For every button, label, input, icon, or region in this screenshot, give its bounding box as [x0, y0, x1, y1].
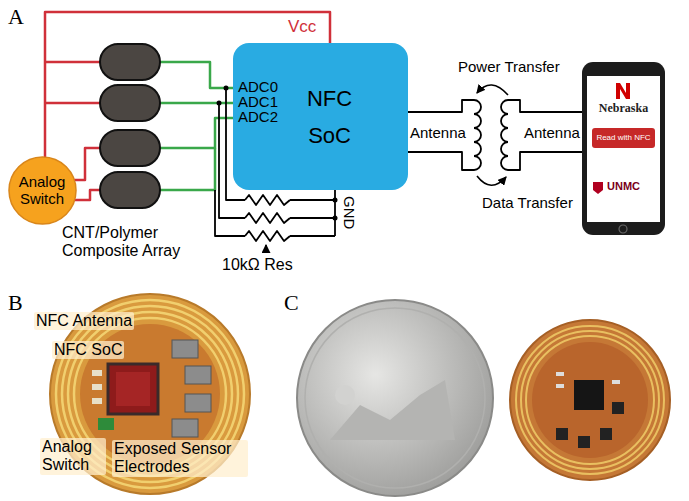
coil-symbol	[474, 100, 481, 170]
ground-wire	[290, 190, 335, 236]
antenna-wire	[408, 152, 474, 170]
device-photo	[612, 402, 624, 414]
device-photo	[172, 340, 198, 358]
device-photo	[612, 380, 620, 384]
device-photo	[526, 336, 654, 464]
device-photo	[510, 320, 670, 480]
vcc-wire	[45, 102, 100, 105]
device-photo	[532, 342, 648, 458]
phone-screen	[587, 76, 660, 222]
resistor-symbol	[245, 213, 290, 223]
antenna-label: Antenna	[410, 124, 466, 141]
transfer-arrow	[477, 85, 508, 95]
vcc-wire	[45, 61, 100, 64]
coin-photo	[305, 308, 485, 488]
device-photo	[510, 320, 670, 480]
pin-label: ADC1	[238, 94, 278, 109]
app-logo	[616, 83, 630, 99]
transfer-label: Power Transfer	[458, 58, 560, 75]
device-photo	[185, 366, 211, 384]
sensor-array-label: CNT/Polymer Composite Array	[62, 224, 192, 261]
coin-photo	[335, 385, 355, 405]
callout-label: NFC Antenna	[34, 312, 134, 330]
supply-label: Vcc	[288, 17, 316, 37]
device-photo	[98, 418, 114, 430]
coin-photo	[297, 300, 493, 496]
device-photo	[92, 370, 102, 376]
switch-outline	[9, 157, 76, 224]
app-title: Nebraska	[587, 102, 660, 116]
callout-label: NFC SoC	[52, 341, 124, 359]
resistor-label: 10kΩ Res	[222, 256, 293, 274]
home-button	[617, 223, 629, 235]
antenna-wire	[508, 100, 582, 112]
callout-label: Analog Switch	[40, 438, 106, 475]
device-photo	[516, 326, 664, 474]
app-logo	[593, 182, 603, 194]
coil-symbol	[474, 100, 508, 170]
panel-label: A	[8, 4, 24, 29]
junction-dot	[224, 86, 229, 91]
device-photo	[556, 428, 568, 440]
resistor-symbol	[245, 231, 290, 241]
switch-label: Analog Switch	[19, 173, 66, 208]
app-logo-label: UNMC	[587, 180, 660, 193]
home-button	[619, 225, 627, 233]
device-photo	[600, 428, 612, 440]
coin-photo	[297, 300, 493, 496]
junction-dot	[217, 101, 222, 106]
device-photo	[556, 372, 564, 376]
device-photo	[185, 394, 211, 412]
device-photo	[108, 364, 158, 414]
phone-device: NebraskaRead with NFC UNMC	[582, 62, 665, 235]
device-photo	[92, 384, 102, 390]
switch-circle: Analog Switch	[8, 156, 77, 225]
panel-label: C	[284, 290, 299, 315]
signal-wire	[160, 148, 215, 190]
antenna-wire	[408, 100, 582, 170]
sensor-element	[100, 130, 160, 166]
signal-wire	[160, 62, 233, 190]
coil-symbol	[501, 100, 508, 170]
device-photo	[172, 419, 198, 437]
signal-wire	[160, 118, 233, 148]
signal-wire	[160, 102, 233, 105]
antenna-wire	[508, 152, 582, 170]
sensor-element	[100, 44, 160, 80]
device-photo	[556, 384, 564, 388]
device-photo	[574, 380, 604, 410]
panel-label: B	[8, 290, 23, 315]
pin-label: ADC2	[238, 109, 278, 124]
sensor-element	[100, 85, 160, 121]
ground-wire	[215, 190, 245, 236]
transfer-label: Data Transfer	[482, 194, 573, 211]
transfer-arrow	[477, 85, 508, 185]
junction-dot	[333, 198, 338, 203]
coin-photo	[330, 380, 455, 440]
app-button-label: Read with NFC	[592, 128, 655, 148]
device-photo	[521, 331, 659, 469]
antenna-label: Antenna	[524, 124, 580, 141]
leader-arrow	[265, 245, 267, 253]
antenna-wire	[408, 100, 474, 112]
pin-label: ADC0	[238, 79, 278, 94]
signal-wire	[160, 62, 233, 88]
app-logo	[616, 83, 630, 99]
chip-box: ADC0ADC1ADC2 NFC SoC	[233, 43, 408, 190]
device-photo	[92, 398, 102, 404]
ground-label: GND	[341, 196, 358, 229]
resistor-symbol	[245, 195, 290, 241]
transfer-arrow	[477, 176, 506, 185]
resistor-symbol	[245, 195, 290, 205]
callout-label: Exposed Sensor Electrodes	[112, 440, 248, 477]
junction-dot	[333, 216, 338, 221]
sensor-element	[100, 172, 160, 208]
app-logo	[593, 182, 603, 194]
chip-label: NFC SoC	[307, 79, 352, 154]
device-photo	[578, 436, 590, 448]
sensor-element	[100, 44, 160, 208]
device-photo	[116, 372, 150, 406]
